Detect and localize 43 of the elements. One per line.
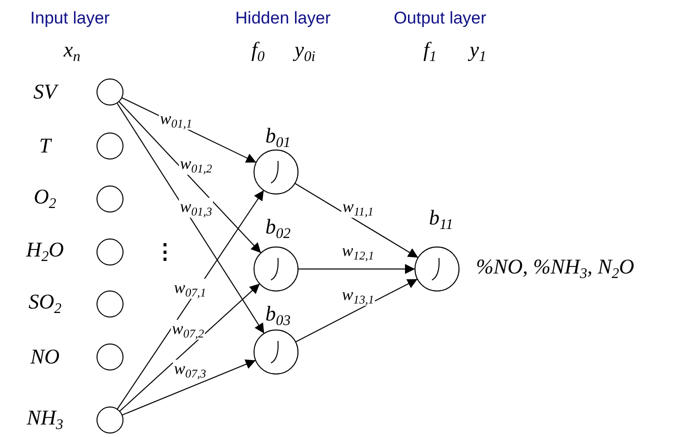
input-circle — [96, 78, 124, 106]
input-label: H$_{2}$O — [26, 239, 64, 265]
variable-label: f$_{0}$ — [251, 39, 265, 65]
input-circle — [96, 238, 124, 266]
variable-label: y$_{1}$ — [470, 39, 486, 65]
input-circle — [96, 185, 124, 213]
input-label: O$_{2}$ — [34, 186, 56, 212]
bias-label: b$_{11}$ — [428, 207, 454, 233]
bias-label: b$_{02}$ — [265, 216, 291, 242]
variable-label: y$_{0i}$ — [294, 39, 316, 65]
arrow — [294, 182, 419, 258]
arrow — [122, 360, 256, 416]
bias-label: b$_{03}$ — [265, 303, 291, 329]
weight-label: w$_{07,3}$ — [172, 360, 208, 380]
input-circle — [96, 343, 124, 371]
weight-label: w$_{01,3}$ — [178, 198, 214, 218]
variable-label: f$_{1}$ — [423, 39, 437, 65]
arrow — [118, 100, 262, 254]
layer-heading: Input layer — [30, 10, 110, 26]
arrow — [295, 278, 418, 342]
input-circle — [96, 290, 124, 318]
neuron-circle — [253, 329, 299, 375]
input-label: SO$_{2}$ — [28, 291, 62, 317]
weight-label: w$_{07,2}$ — [170, 320, 206, 340]
variable-label: x$_{n}$ — [64, 39, 80, 65]
neuron-circle — [253, 246, 299, 292]
weight-label: w$_{07,1}$ — [172, 278, 208, 300]
input-circle — [96, 406, 124, 434]
ellipsis-mark: ⋮ — [154, 242, 176, 262]
input-label: NH$_{3}$ — [26, 407, 64, 433]
arrow — [119, 283, 260, 412]
neuron-circle — [253, 149, 299, 195]
input-label: T — [39, 136, 51, 156]
bias-label: b$_{01}$ — [265, 125, 291, 151]
output-label: %NO, %NH$_{3}$, N$_{2}$O — [476, 256, 634, 282]
input-label: SV — [33, 82, 57, 102]
input-circle — [96, 132, 124, 160]
layer-heading: Hidden layer — [235, 10, 331, 26]
input-label: NO — [30, 346, 60, 368]
layer-heading: Output layer — [394, 10, 486, 26]
neuron-circle — [414, 246, 460, 292]
arrow — [298, 264, 416, 274]
arrow — [116, 102, 265, 334]
